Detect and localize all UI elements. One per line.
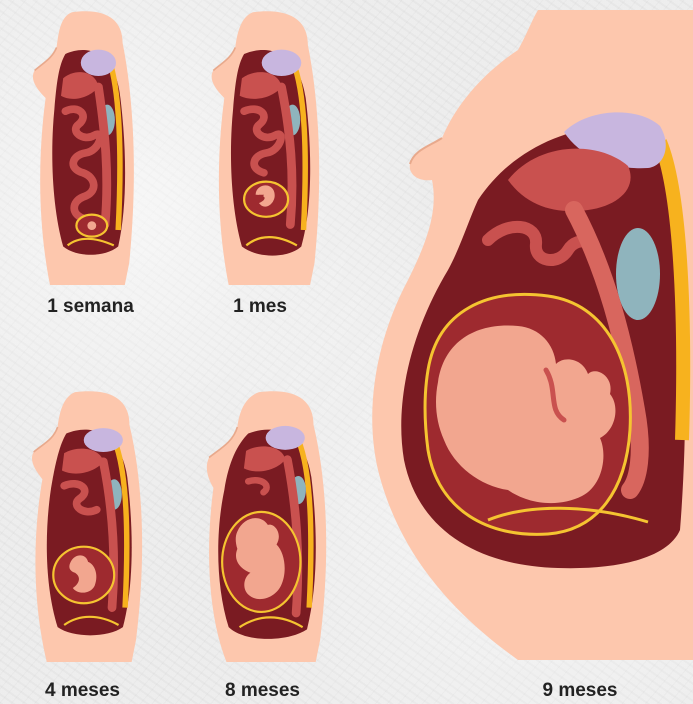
stomach [81,50,116,76]
kidney [616,228,660,320]
torso-cross-section [200,390,340,662]
torso-cross-section [22,390,152,662]
stomach [262,50,302,76]
stage-label-1-week: 1 semana [28,296,153,318]
torso-cross-section [200,10,330,285]
stage-label-4-months: 4 meses [20,680,145,702]
stage-1-month-illustration [200,10,330,285]
stage-4-months-illustration [22,390,152,662]
stage-8-months-illustration [200,390,340,662]
stage-label-9-months: 9 meses [500,680,660,702]
torso-cross-section [368,10,693,660]
stage-9-months-illustration [368,10,693,660]
stage-label-8-months: 8 meses [200,680,325,702]
stage-label-1-month: 1 mes [205,296,315,318]
torso-cross-section [28,10,138,285]
tiny-embryo-icon [87,221,96,230]
stomach [266,426,305,450]
stomach [84,428,123,452]
stage-1-week-illustration [28,10,138,285]
